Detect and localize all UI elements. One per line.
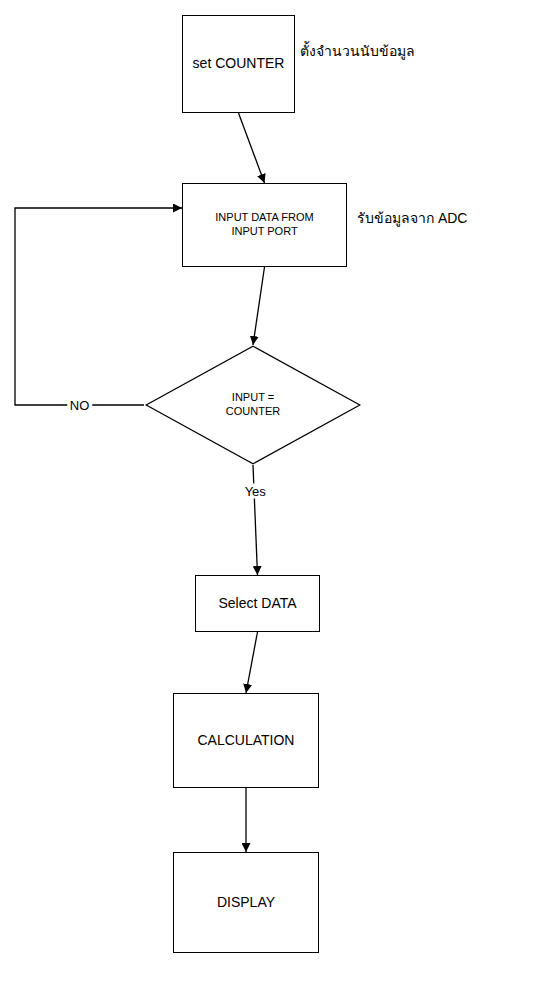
flow-arrow bbox=[253, 267, 265, 345]
process-box: Select DATA bbox=[195, 575, 320, 632]
flow-arrow bbox=[239, 113, 265, 183]
flow-arrow bbox=[253, 465, 258, 575]
process-box: CALCULATION bbox=[173, 693, 319, 788]
flow-arrow bbox=[245, 788, 246, 852]
node-text: DISPLAY bbox=[217, 894, 275, 912]
node-text: INPUT = COUNTER bbox=[208, 391, 298, 419]
flow-arrow bbox=[246, 632, 258, 693]
node-text: Select DATA bbox=[218, 595, 296, 613]
thai-note: รับข้อมูลจาก ADC bbox=[357, 207, 467, 229]
flow-arrow bbox=[15, 208, 182, 405]
edge-label: Yes bbox=[242, 484, 269, 499]
node-text: set COUNTER bbox=[193, 55, 285, 73]
input-box: INPUT DATA FROM INPUT PORT bbox=[182, 183, 347, 267]
thai-note: ตั้งจำนวนนับข้อมูล bbox=[300, 40, 415, 62]
decision-diamond: INPUT = COUNTER bbox=[144, 345, 362, 465]
node-text: CALCULATION bbox=[198, 732, 295, 750]
output-box: DISPLAY bbox=[173, 852, 319, 953]
node-text: INPUT DATA FROM INPUT PORT bbox=[200, 211, 330, 239]
start-box: set COUNTER bbox=[182, 15, 295, 113]
edge-label: NO bbox=[67, 398, 93, 413]
